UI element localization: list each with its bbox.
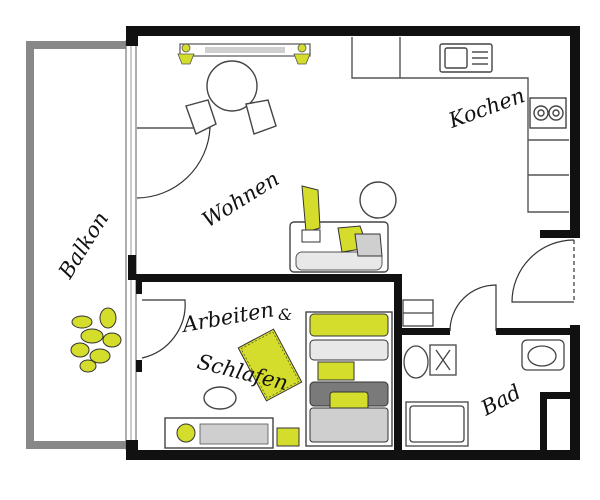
room-label-work: Arbeiten <box>179 297 276 337</box>
bathroom-fixtures <box>402 299 565 447</box>
room-label-ampersand: & <box>278 305 292 324</box>
room-label-living: Wohnen <box>198 166 283 232</box>
doors <box>136 127 575 359</box>
bed <box>305 311 393 447</box>
room-label-balcony: Balkon <box>53 208 113 284</box>
outer-walls <box>126 26 580 460</box>
room-label-kitchen: Kochen <box>445 83 528 133</box>
rug <box>237 328 303 402</box>
interior-walls <box>136 274 574 450</box>
plant-icon <box>70 307 122 373</box>
sofa <box>289 181 397 273</box>
desk <box>164 386 300 449</box>
room-label-bath: Bad <box>476 380 525 421</box>
dining-table <box>185 60 277 135</box>
sink-icon <box>439 43 493 73</box>
stove-icon <box>529 97 567 129</box>
wall-shelf <box>177 43 311 65</box>
kitchen-counter <box>351 37 569 213</box>
